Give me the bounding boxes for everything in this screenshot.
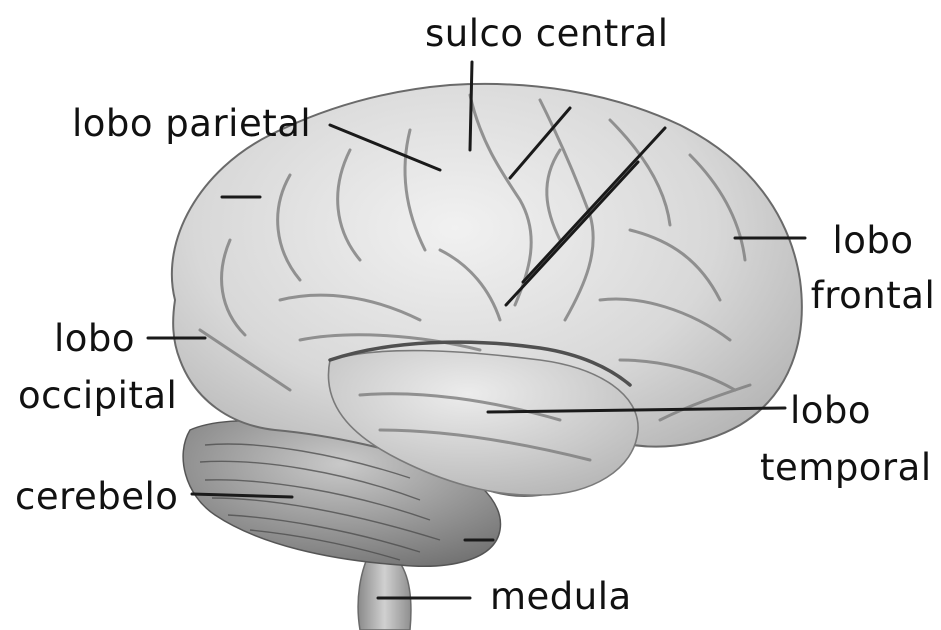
label-cerebelo: cerebelo [15, 478, 178, 515]
label-lobo-temporal-line2: temporal [760, 449, 930, 486]
label-lobo-occipital: lobo occipital [18, 320, 177, 414]
label-lobo-frontal-line1: lobo [805, 222, 941, 259]
label-lobo-frontal-line2: frontal [805, 277, 941, 314]
leader-sulco-central [470, 62, 472, 150]
label-medula: medula [490, 578, 632, 615]
label-sulco-central: sulco central [425, 15, 668, 52]
label-lobo-temporal-line1: lobo [760, 392, 930, 429]
label-lobo-parietal: lobo parietal [72, 105, 311, 142]
label-lobo-temporal: lobo temporal [760, 392, 930, 486]
label-lobo-frontal: lobo frontal [805, 222, 941, 314]
label-lobo-occipital-line1: lobo [18, 320, 177, 357]
label-lobo-occipital-line2: occipital [18, 377, 177, 414]
